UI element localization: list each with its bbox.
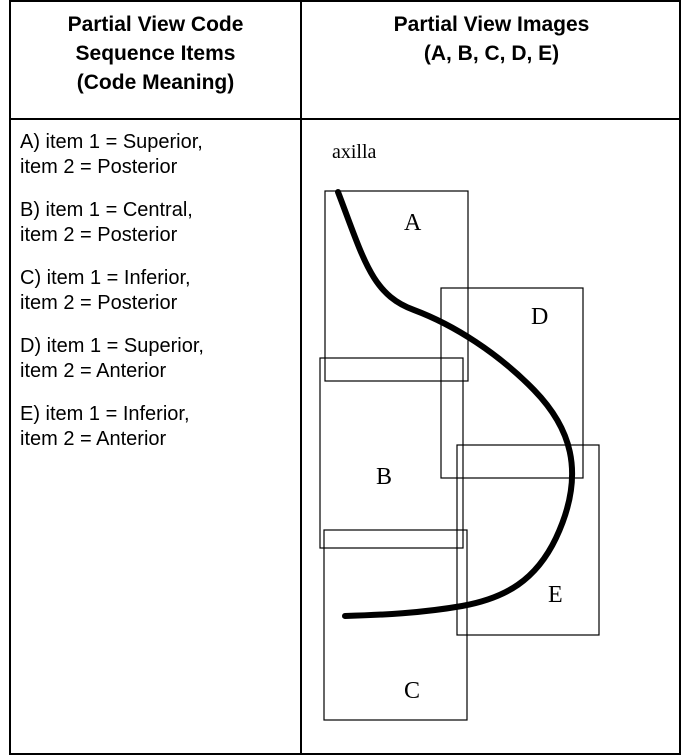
item-b-line-2: item 2 = Posterior: [20, 224, 178, 246]
item-c-line-1: C) item 1 = Inferior,: [20, 267, 191, 289]
list-item: D) item 1 = Superior, item 2 = Anterior: [20, 334, 295, 384]
list-item: E) item 1 = Inferior, item 2 = Anterior: [20, 402, 295, 452]
view-label-a: A: [404, 210, 422, 236]
item-a-line-1: A) item 1 = Superior,: [20, 131, 203, 153]
item-d-line-2: item 2 = Anterior: [20, 360, 167, 382]
view-label-e: E: [548, 582, 563, 608]
header-divider: [11, 118, 679, 120]
view-label-c: C: [404, 678, 420, 704]
view-box-a: [324, 190, 469, 382]
header-code-sequence: Partial View Code Sequence Items (Code M…: [11, 10, 300, 97]
view-box-c: [323, 529, 468, 721]
view-box-e: [456, 444, 600, 636]
list-item: A) item 1 = Superior, item 2 = Posterior: [20, 130, 295, 180]
view-box-d: [440, 287, 584, 479]
view-box-b: [319, 357, 464, 549]
view-label-d: D: [531, 304, 548, 330]
header-left-line-2: Sequence Items: [75, 42, 236, 65]
partial-view-table: Partial View Code Sequence Items (Code M…: [9, 0, 681, 755]
header-right-line-2: (A, B, C, D, E): [423, 42, 560, 65]
item-c-line-2: item 2 = Posterior: [20, 292, 178, 314]
header-right-line-1: Partial View Images: [393, 13, 590, 36]
header-left-line-1: Partial View Code: [67, 13, 244, 36]
view-label-b: B: [376, 464, 392, 490]
partial-view-diagram: axilla A D B E C: [319, 141, 600, 721]
item-a-line-2: item 2 = Posterior: [20, 156, 178, 178]
item-e-line-1: E) item 1 = Inferior,: [20, 403, 190, 425]
column-divider: [300, 2, 302, 753]
item-e-line-2: item 2 = Anterior: [20, 428, 167, 450]
item-b-line-1: B) item 1 = Central,: [20, 199, 193, 221]
header-partial-view-images: Partial View Images (A, B, C, D, E): [302, 10, 681, 68]
axilla-label: axilla: [332, 141, 377, 163]
code-sequence-list: A) item 1 = Superior, item 2 = Posterior…: [20, 130, 295, 470]
item-d-line-1: D) item 1 = Superior,: [20, 335, 204, 357]
header-left-line-3: (Code Meaning): [76, 71, 235, 94]
breast-contour-curve: [335, 189, 576, 619]
list-item: C) item 1 = Inferior, item 2 = Posterior: [20, 266, 295, 316]
list-item: B) item 1 = Central, item 2 = Posterior: [20, 198, 295, 248]
